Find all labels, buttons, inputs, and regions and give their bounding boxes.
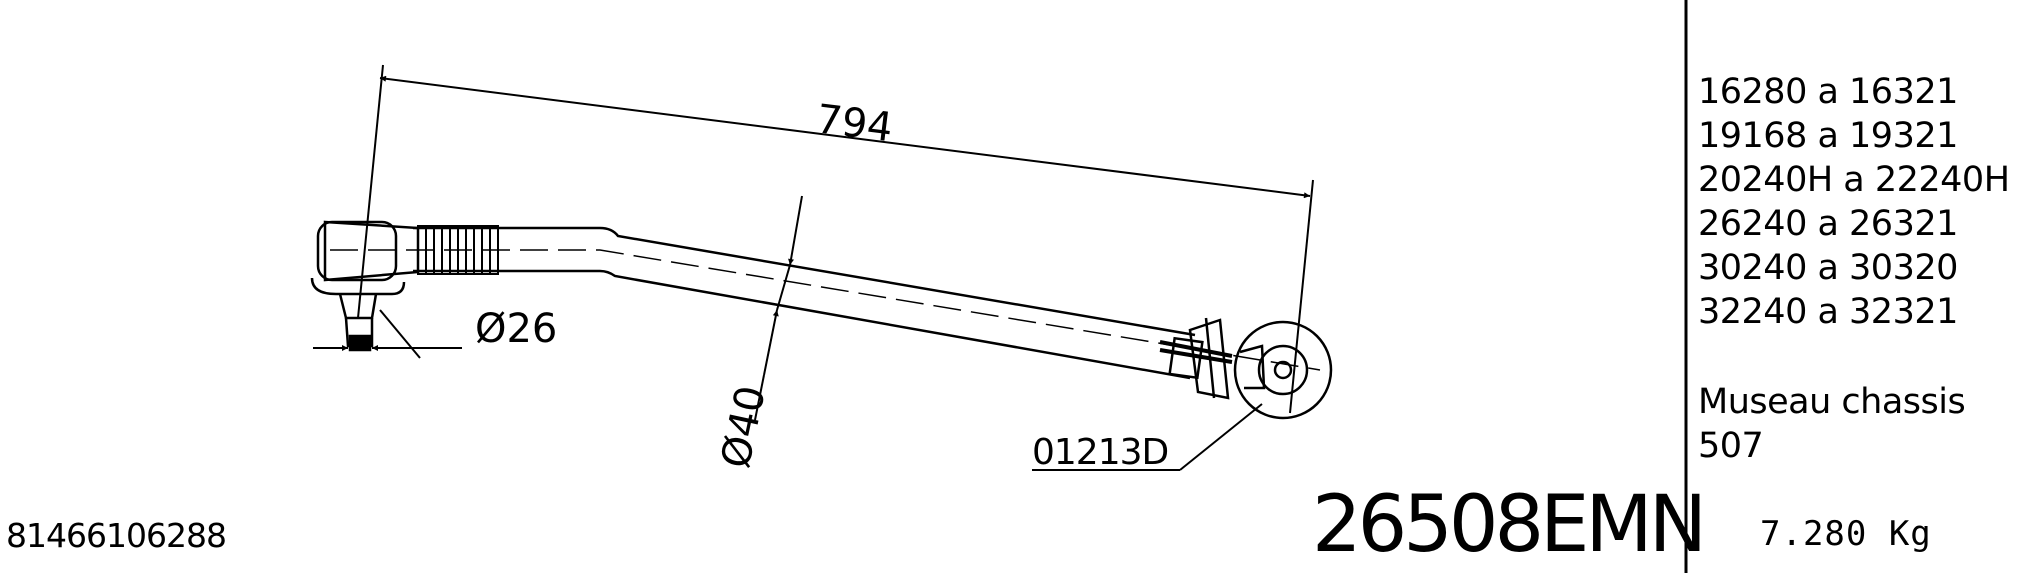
ball-diameter-label: Ø26 xyxy=(475,306,557,352)
tube-diameter-label: Ø40 xyxy=(713,382,775,472)
part-number: 26508EMN xyxy=(1312,480,1707,570)
tie-rod xyxy=(330,226,1321,380)
length-label: 794 xyxy=(814,96,895,151)
tube-diameter-dimension xyxy=(754,195,803,421)
left-ball-joint xyxy=(310,220,420,352)
application-range: 30240 a 30320 xyxy=(1698,248,1958,288)
oem-number: 81466106288 xyxy=(6,516,227,555)
application-range: 26240 a 26321 xyxy=(1698,204,1958,244)
application-range: 32240 a 32321 xyxy=(1698,292,1958,332)
note-line-2: 507 xyxy=(1698,426,1764,466)
note-line-1: Museau chassis xyxy=(1698,382,1966,422)
right-ball-joint xyxy=(1159,317,1333,420)
threaded-section xyxy=(417,225,499,275)
length-dimension xyxy=(357,64,1314,414)
joint-callout-label: 01213D xyxy=(1032,432,1168,473)
joint-callout xyxy=(1032,403,1263,471)
ball-diameter-dimension xyxy=(313,309,462,359)
application-range: 20240H a 22240H xyxy=(1698,160,2010,200)
application-range: 16280 a 16321 xyxy=(1698,72,1958,112)
weight: 7.280 Kg xyxy=(1760,514,1932,554)
application-range: 19168 a 19321 xyxy=(1698,116,1958,156)
